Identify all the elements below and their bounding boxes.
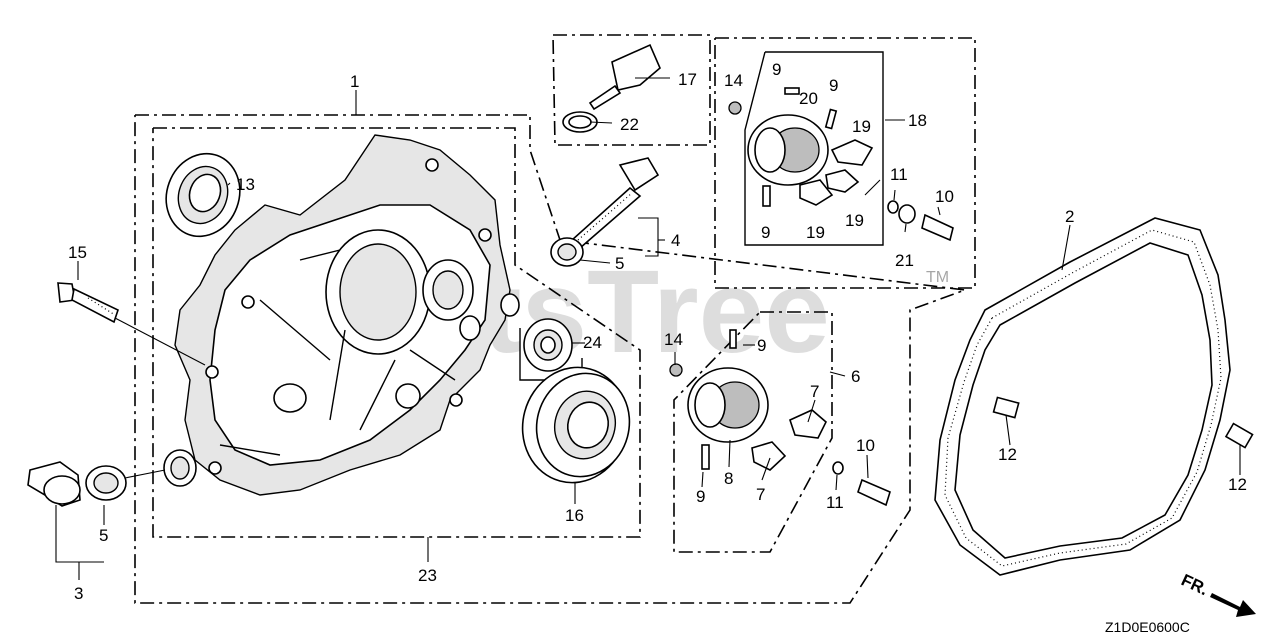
- callout-13: 13: [236, 175, 255, 194]
- callout-12-right: 12: [1228, 475, 1247, 494]
- callout-6: 6: [851, 367, 860, 386]
- front-arrow-icon: [1210, 593, 1256, 617]
- frame-outer: [134, 114, 966, 604]
- frame-governor-6: [673, 311, 833, 553]
- callout-9-b: 9: [829, 76, 838, 95]
- callout-11-upper: 11: [890, 165, 908, 184]
- leader-lines: [55, 77, 1241, 580]
- callout-8: 8: [724, 469, 733, 488]
- callout-3: 3: [74, 584, 83, 603]
- callout-16: 16: [565, 506, 584, 525]
- callout-2: 2: [1065, 207, 1074, 226]
- callout-5-dipstick: 5: [615, 254, 624, 273]
- callout-19-a: 19: [852, 117, 871, 136]
- callout-12-left: 12: [998, 445, 1017, 464]
- frame-governor-18: [714, 37, 976, 289]
- drain-plug-part: [27, 461, 127, 507]
- callout-9-d: 9: [757, 336, 766, 355]
- callout-1: 1: [350, 72, 359, 91]
- callout-10-lower: 10: [856, 436, 875, 455]
- callout-9-c: 9: [761, 223, 770, 242]
- frame-cover-23: [152, 127, 641, 538]
- callout-4: 4: [671, 231, 680, 250]
- callout-24: 24: [583, 333, 602, 352]
- callout-7-lower: 7: [756, 485, 765, 504]
- callout-19-c: 19: [845, 211, 864, 230]
- flange-bolt-part: [57, 282, 119, 324]
- callout-5-plug: 5: [99, 526, 108, 545]
- callout-9-e: 9: [696, 487, 705, 506]
- governor-gear-8-part: [669, 329, 891, 507]
- callout-18: 18: [908, 111, 927, 130]
- callout-14-upper: 14: [724, 71, 743, 90]
- callout-20: 20: [799, 89, 818, 108]
- front-label: FR.: [1178, 570, 1211, 599]
- frame-governor-18-inner: [744, 51, 884, 246]
- oil-level-gauge-part: [562, 43, 661, 133]
- callout-11-lower: 11: [826, 493, 844, 512]
- front-direction-indicator: FR.: [1178, 570, 1256, 617]
- oil-seal-part: [165, 152, 241, 238]
- callout-23: 23: [418, 566, 437, 585]
- callout-19-b: 19: [806, 223, 825, 242]
- radial-bearing-part: [521, 366, 631, 484]
- trademark-text: TM: [926, 269, 949, 286]
- callout-9-a: 9: [772, 60, 781, 79]
- callout-labels: 1 2 3 4 5 5 6 7 7 8 9 9 9 9 9 10 10 11 1…: [68, 60, 1247, 603]
- gasket-part: [934, 217, 1254, 576]
- callout-21: 21: [895, 251, 914, 270]
- governor-gear-20-part: [728, 87, 954, 242]
- diagram-code: Z1D0E0600C: [1105, 619, 1190, 635]
- callout-17: 17: [678, 70, 697, 89]
- callout-7-upper: 7: [810, 382, 819, 401]
- crankcase-cover-part: [163, 134, 520, 496]
- small-bearing-part: [523, 318, 573, 372]
- callout-15: 15: [68, 243, 87, 262]
- callout-22: 22: [620, 115, 639, 134]
- dipstick-part: [550, 157, 660, 267]
- callout-10-upper: 10: [935, 187, 954, 206]
- callout-14-lower: 14: [664, 330, 683, 349]
